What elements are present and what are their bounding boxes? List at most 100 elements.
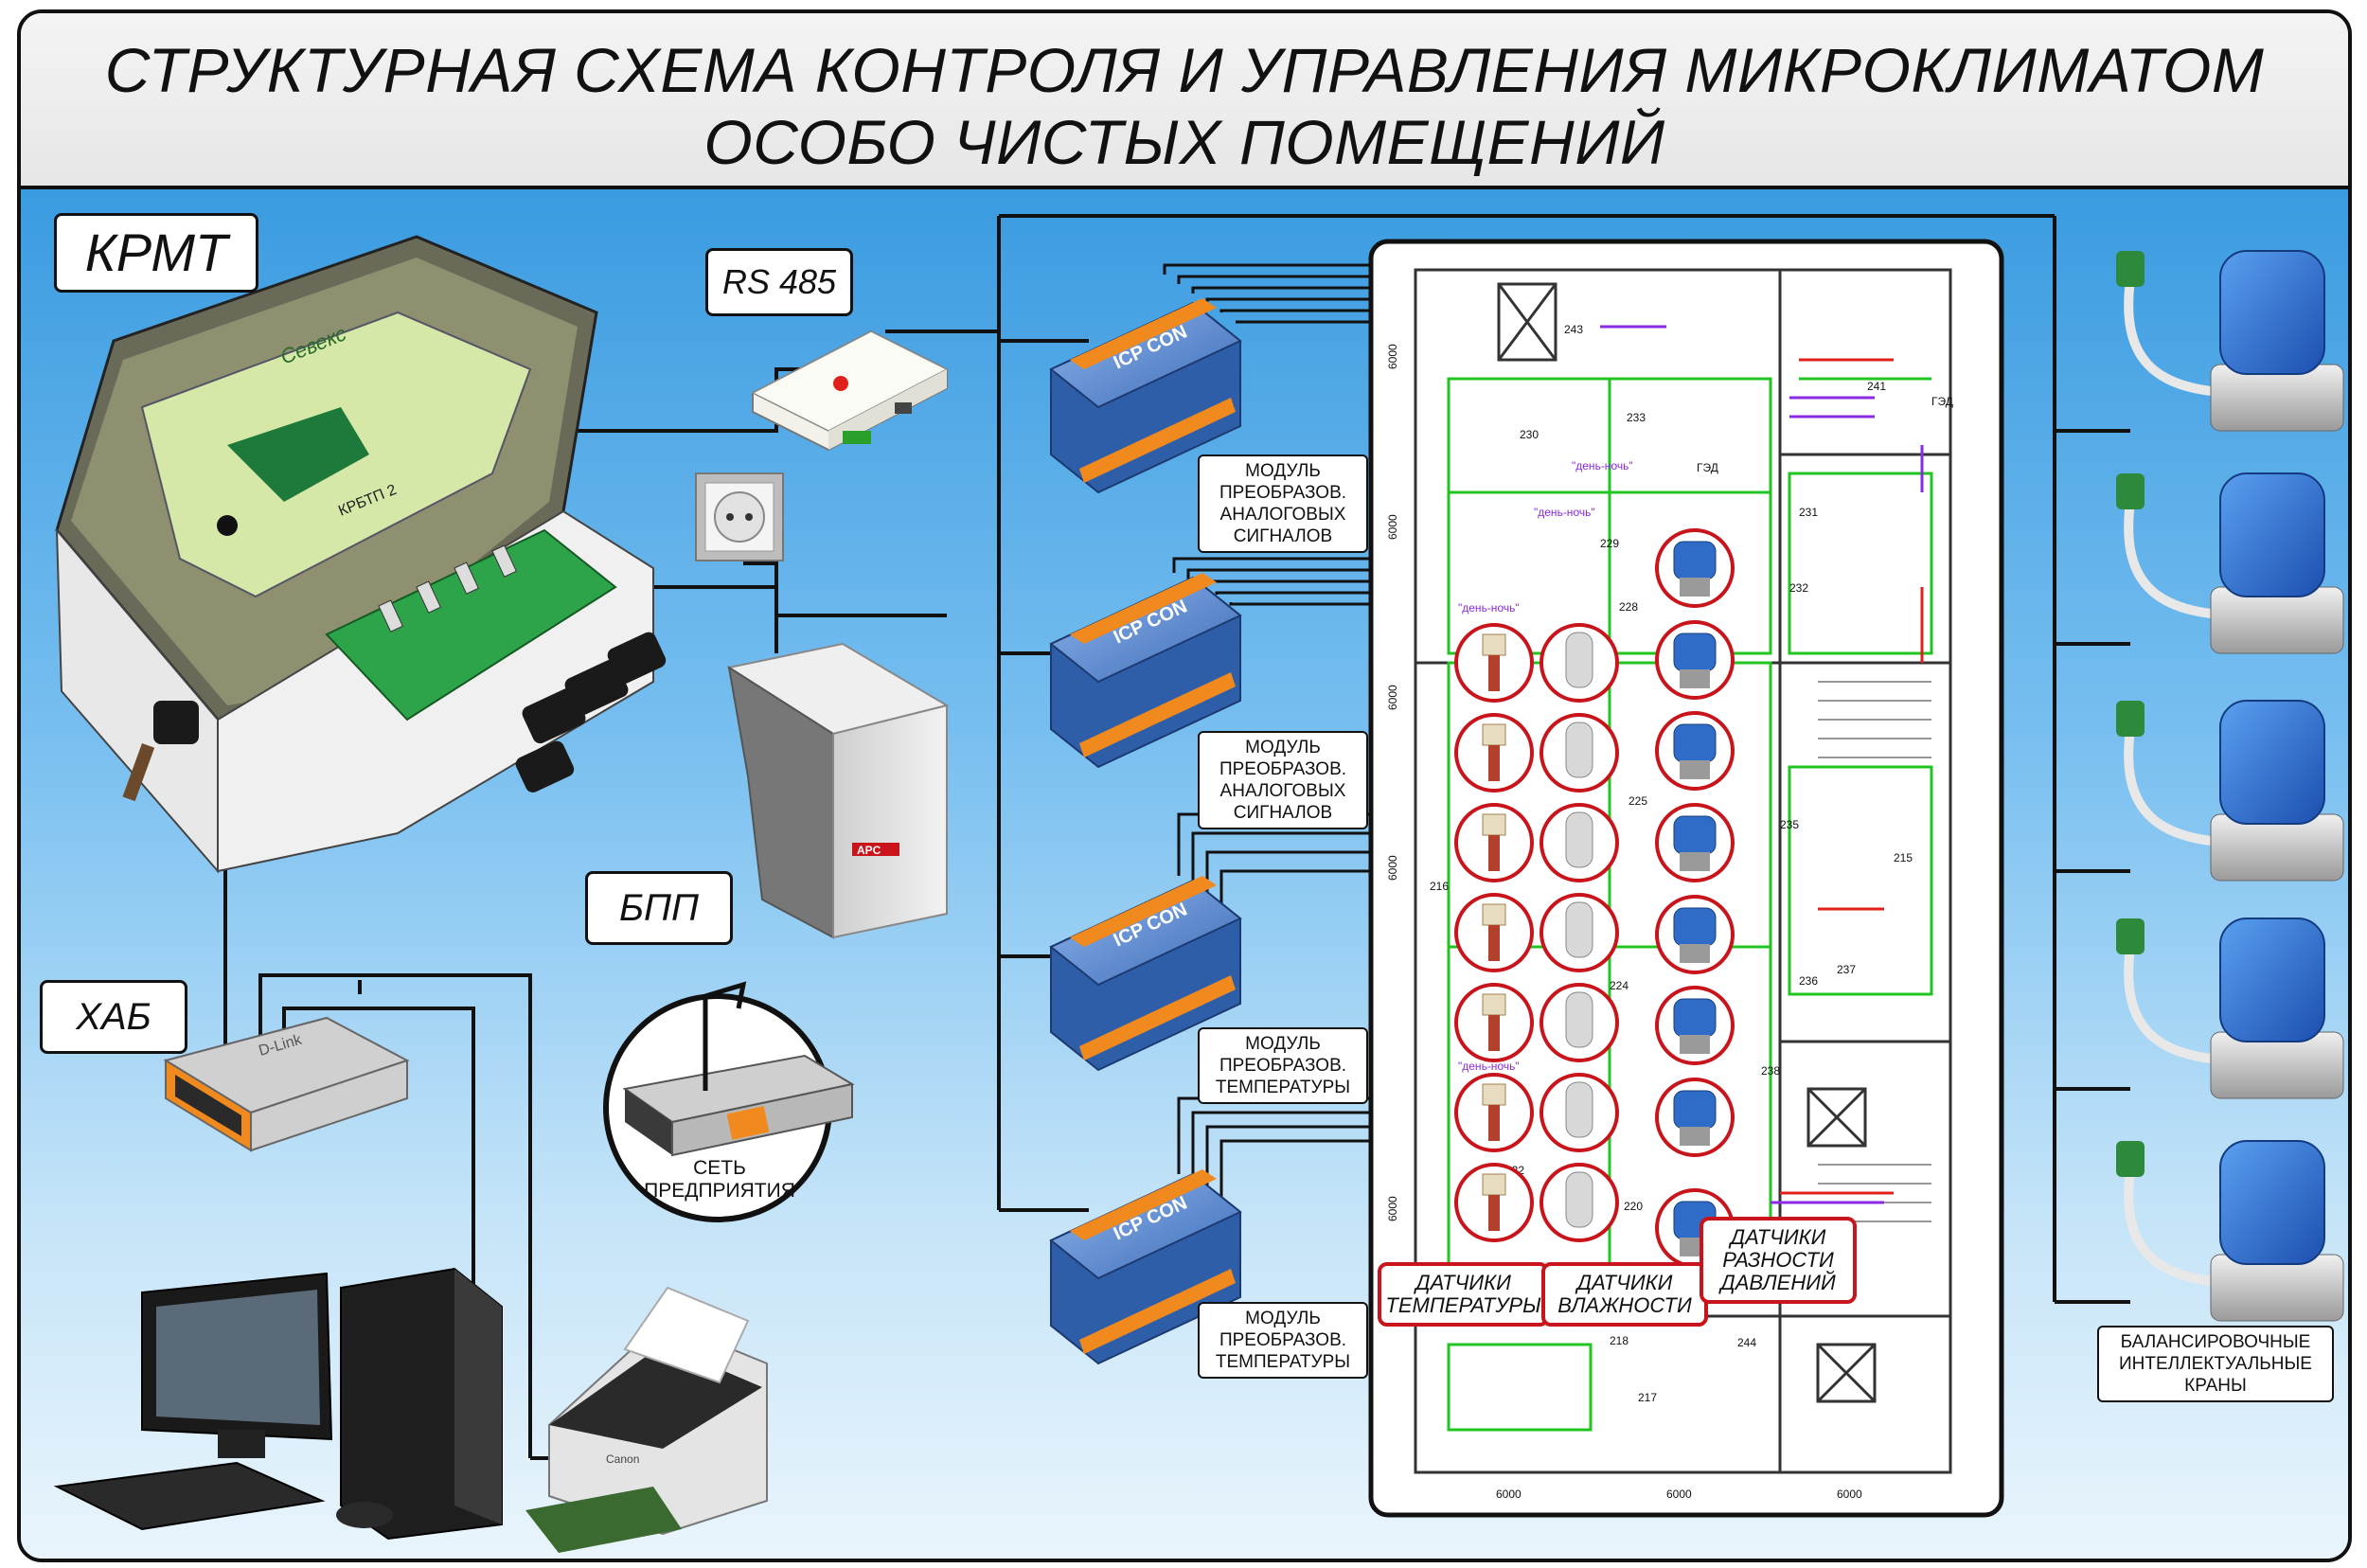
dimension-label: 6000 (1837, 1488, 1862, 1501)
pressure-sensor-base (1680, 669, 1710, 688)
pressure-sensor-base (1680, 852, 1710, 871)
module-label-4: МОДУЛЬ ПРЕОБРАЗОВ. ТЕМПЕРАТУРЫ (1198, 1302, 1368, 1379)
room-label: 235 (1780, 818, 1799, 831)
icpcon-module-4: ICP CON (1049, 1169, 1242, 1365)
sensor-grid (1454, 528, 1735, 1268)
title-line-2: ОСОБО ЧИСТЫХ ПОМЕЩЕНИЙ (703, 107, 1665, 177)
dimension-label: 6000 (1666, 1488, 1692, 1501)
valve-actuator (2219, 918, 2325, 1042)
module-terminals-top (1070, 573, 1217, 644)
room-label: ГЭД (1931, 395, 1953, 408)
pressure-sensor-head (1673, 1090, 1717, 1130)
room-label: 231 (1799, 506, 1818, 519)
temp-sensor-probe (1488, 1195, 1500, 1231)
temp-sensor-head (1482, 1173, 1506, 1196)
room-label: 217 (1638, 1391, 1657, 1404)
module-terminals-bottom (1079, 398, 1236, 483)
humidity-sensor-body (1565, 811, 1593, 868)
module-terminals-bottom (1079, 975, 1236, 1060)
humidity-sensor-body (1565, 991, 1593, 1048)
krmt-controller-image: Севекс КРБТП 2 (55, 235, 667, 874)
valve-connector (2116, 251, 2145, 287)
dimension-label: 6000 (1386, 1196, 1399, 1221)
room-label: "день-ночь" (1458, 1060, 1520, 1073)
hab-label: ХАБ (40, 980, 187, 1054)
pressure-sensor-base (1680, 578, 1710, 597)
pressure-sensor-head (1673, 723, 1717, 763)
pressure-sensor-head (1673, 541, 1717, 580)
temp-sensor-probe (1488, 655, 1500, 691)
temp-sensor-probe (1488, 1015, 1500, 1051)
room-label: 244 (1737, 1336, 1756, 1349)
module-terminals-top (1070, 1169, 1217, 1240)
room-label: 224 (1610, 979, 1628, 992)
rs485-label: RS 485 (705, 248, 853, 316)
pressure-sensor-head (1673, 815, 1717, 855)
icpcon-module-3: ICP CON (1049, 876, 1242, 1072)
dimension-label: 6000 (1386, 685, 1399, 710)
module-label-2: МОДУЛЬ ПРЕОБРАЗОВ. АНАЛОГОВЫХ СИГНАЛОВ (1198, 731, 1368, 829)
temp-sensor-probe (1488, 1105, 1500, 1141)
module-terminals-top (1070, 298, 1217, 369)
valve-actuator (2219, 1140, 2325, 1265)
ups-image: APC (726, 642, 950, 939)
room-label: 215 (1894, 851, 1913, 864)
balancing-valve-4 (2116, 918, 2344, 1099)
room-label: ГЭД (1697, 461, 1718, 474)
dimension-label: 6000 (1386, 855, 1399, 881)
pressure-sensor-head (1673, 998, 1717, 1038)
temp-sensor-probe (1488, 925, 1500, 961)
module-terminals-top (1070, 876, 1217, 947)
computer-image (53, 1267, 503, 1541)
room-label: "день-ночь" (1458, 601, 1520, 615)
humidity-sensor-body (1565, 632, 1593, 688)
room-label: 241 (1867, 380, 1886, 393)
valve-actuator (2219, 700, 2325, 825)
module-label-3: МОДУЛЬ ПРЕОБРАЗОВ. ТЕМПЕРАТУРЫ (1198, 1027, 1368, 1104)
room-label: "день-ночь" (1572, 459, 1633, 472)
room-label: 232 (1789, 581, 1808, 595)
krmt-label: КРМТ (54, 213, 258, 293)
valve-actuator (2219, 472, 2325, 597)
humidity-sensor-body (1565, 1081, 1593, 1138)
enterprise-network-image (603, 981, 855, 1222)
humidity-sensors-label: ДАТЧИКИ ВЛАЖНОСТИ (1541, 1262, 1708, 1327)
pressure-sensor-base (1680, 1035, 1710, 1054)
module-label-1: МОДУЛЬ ПРЕОБРАЗОВ. АНАЛОГОВЫХ СИГНАЛОВ (1198, 454, 1368, 553)
temp-sensor-head (1482, 903, 1506, 926)
power-socket-image (695, 472, 784, 561)
pressure-sensors-label: ДАТЧИКИ РАЗНОСТИ ДАВЛЕНИЙ (1700, 1217, 1857, 1304)
room-label: "день-ночь" (1534, 506, 1595, 519)
temp-sensors-label: ДАТЧИКИ ТЕМПЕРАТУРЫ (1378, 1262, 1549, 1327)
balancing-valve-3 (2116, 700, 2344, 882)
temp-sensor-head (1482, 633, 1506, 656)
valve-connector (2116, 473, 2145, 509)
pressure-sensor-head (1673, 907, 1717, 947)
module-terminals-bottom (1079, 1269, 1236, 1354)
balancing-valve-2 (2116, 472, 2344, 654)
bpp-label: БПП (585, 871, 733, 945)
page-title: СТРУКТУРНАЯ СХЕМА КОНТРОЛЯ И УПРАВЛЕНИЯ … (21, 34, 2348, 178)
room-label: 218 (1610, 1334, 1628, 1347)
temp-sensor-probe (1488, 835, 1500, 871)
temp-sensor-head (1482, 993, 1506, 1016)
valve-connector (2116, 701, 2145, 737)
printer-image: Canon (525, 1286, 768, 1553)
temp-sensor-probe (1488, 745, 1500, 781)
humidity-sensor-body (1565, 901, 1593, 958)
icpcon-module-1: ICP CON (1049, 298, 1242, 494)
dimension-label: 6000 (1386, 514, 1399, 540)
room-label: 225 (1628, 794, 1647, 808)
room-label: 243 (1564, 323, 1583, 336)
dimension-label: 6000 (1496, 1488, 1522, 1501)
room-label: 216 (1430, 880, 1449, 893)
room-label: 220 (1624, 1200, 1643, 1213)
module-terminals-bottom (1079, 672, 1236, 757)
humidity-sensor-body (1565, 722, 1593, 778)
valve-connector (2116, 918, 2145, 954)
network-label: СЕТЬ ПРЕДПРИЯТИЯ (644, 1157, 795, 1202)
title-band: СТРУКТУРНАЯ СХЕМА КОНТРОЛЯ И УПРАВЛЕНИЯ … (21, 13, 2348, 186)
pressure-sensor-base (1680, 1127, 1710, 1146)
